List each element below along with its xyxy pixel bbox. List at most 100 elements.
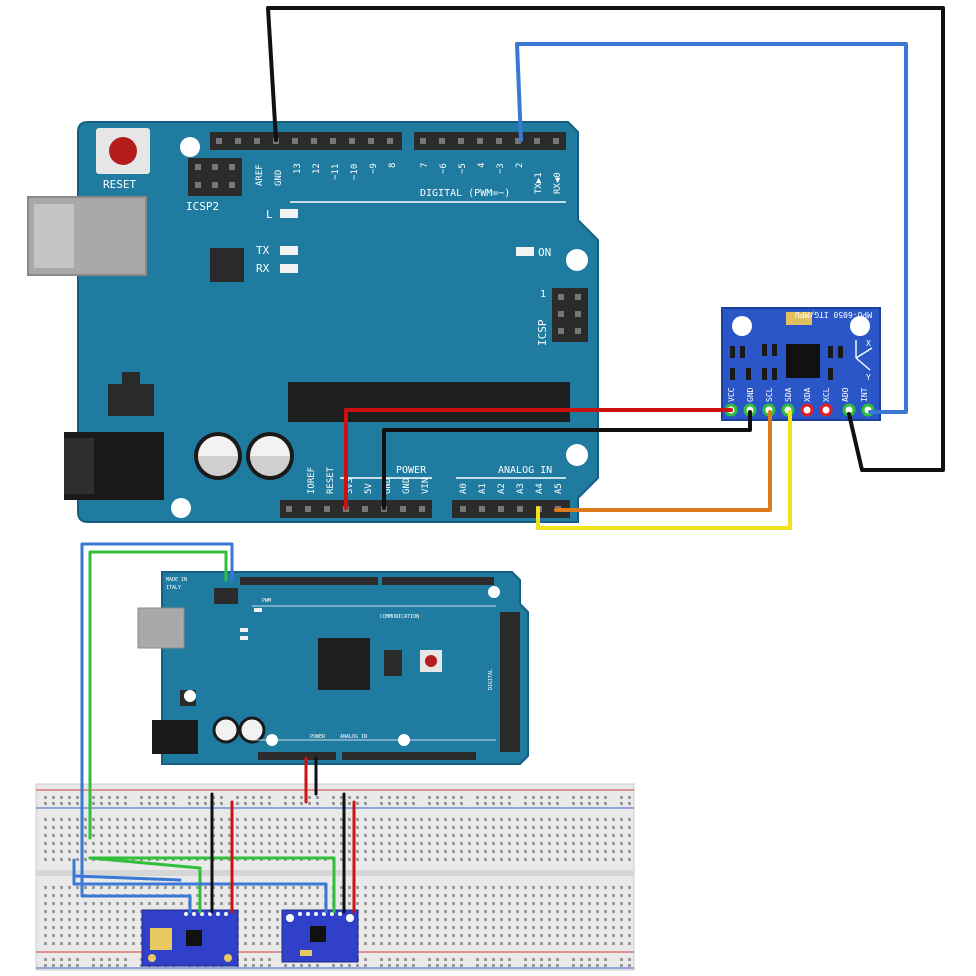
reset-button[interactable] xyxy=(109,137,137,165)
breadboard-hole xyxy=(188,850,191,853)
breadboard-hole xyxy=(196,834,199,837)
breadboard-hole xyxy=(524,910,527,913)
breadboard-hole xyxy=(564,902,567,905)
breadboard-hole xyxy=(100,964,103,967)
breadboard-hole xyxy=(364,850,367,853)
breadboard-hole xyxy=(236,894,239,897)
breadboard-hole xyxy=(588,818,591,821)
breadboard-hole xyxy=(556,894,559,897)
breadboard-hole xyxy=(428,886,431,889)
breadboard-hole xyxy=(60,910,63,913)
breadboard-hole xyxy=(244,826,247,829)
atmega-microcontroller xyxy=(288,382,570,422)
breadboard-hole xyxy=(452,918,455,921)
mega-icsp2-header xyxy=(214,588,238,604)
mpu-left-crystal xyxy=(150,928,172,950)
breadboard-hole xyxy=(604,894,607,897)
breadboard-hole xyxy=(292,818,295,821)
breadboard-hole xyxy=(604,826,607,829)
breadboard-hole xyxy=(308,842,311,845)
breadboard-hole xyxy=(500,842,503,845)
breadboard-hole xyxy=(380,910,383,913)
breadboard-hole xyxy=(340,886,343,889)
breadboard-hole xyxy=(492,842,495,845)
breadboard-hole xyxy=(556,942,559,945)
breadboard-hole xyxy=(116,834,119,837)
breadboard-hole xyxy=(564,942,567,945)
breadboard-hole xyxy=(580,802,583,805)
breadboard-hole xyxy=(428,826,431,829)
breadboard-hole xyxy=(380,958,383,961)
breadboard-hole xyxy=(324,834,327,837)
breadboard-hole xyxy=(444,958,447,961)
breadboard-hole xyxy=(84,910,87,913)
breadboard-hole xyxy=(604,842,607,845)
breadboard-hole xyxy=(132,834,135,837)
breadboard-hole xyxy=(284,842,287,845)
breadboard-hole xyxy=(124,902,127,905)
breadboard-hole xyxy=(404,910,407,913)
breadboard-hole xyxy=(404,850,407,853)
breadboard-hole xyxy=(156,850,159,853)
breadboard-hole xyxy=(364,886,367,889)
breadboard-hole xyxy=(572,802,575,805)
breadboard-hole xyxy=(156,842,159,845)
breadboard-hole xyxy=(564,886,567,889)
breadboard-hole xyxy=(124,910,127,913)
breadboard-hole xyxy=(612,902,615,905)
breadboard-hole xyxy=(244,796,247,799)
breadboard-hole xyxy=(76,842,79,845)
breadboard-hole xyxy=(516,818,519,821)
breadboard-hole xyxy=(612,894,615,897)
breadboard-hole xyxy=(460,850,463,853)
breadboard-hole xyxy=(60,934,63,937)
breadboard-hole xyxy=(276,894,279,897)
mega-header-top-left xyxy=(240,577,378,585)
breadboard-hole xyxy=(556,886,559,889)
breadboard-hole xyxy=(196,886,199,889)
breadboard-hole xyxy=(380,826,383,829)
breadboard-hole xyxy=(564,818,567,821)
breadboard-hole xyxy=(132,926,135,929)
breadboard-hole xyxy=(452,842,455,845)
mpu-right-crystal xyxy=(300,950,312,956)
breadboard-hole xyxy=(404,858,407,861)
mpu-chip xyxy=(786,344,820,378)
breadboard-hole xyxy=(580,842,583,845)
breadboard-hole xyxy=(412,834,415,837)
breadboard-hole xyxy=(404,818,407,821)
breadboard-hole xyxy=(84,918,87,921)
pin-label-9: ~9 xyxy=(369,163,379,174)
breadboard-hole xyxy=(76,902,79,905)
breadboard-hole xyxy=(204,842,207,845)
breadboard-hole xyxy=(148,850,151,853)
breadboard-hole xyxy=(516,918,519,921)
breadboard-hole xyxy=(620,958,623,961)
breadboard-hole xyxy=(556,902,559,905)
breadboard-hole xyxy=(124,942,127,945)
breadboard-hole xyxy=(548,858,551,861)
breadboard-hole xyxy=(444,818,447,821)
breadboard-hole xyxy=(420,842,423,845)
breadboard-hole xyxy=(524,818,527,821)
breadboard-hole xyxy=(532,796,535,799)
breadboard-hole xyxy=(628,926,631,929)
breadboard-hole xyxy=(524,834,527,837)
breadboard-hole xyxy=(68,934,71,937)
breadboard-hole xyxy=(372,818,375,821)
breadboard-hole xyxy=(476,926,479,929)
breadboard-hole xyxy=(52,826,55,829)
mega-silkscreen-line xyxy=(252,605,496,741)
breadboard-hole xyxy=(436,918,439,921)
breadboard-hole xyxy=(188,834,191,837)
breadboard-hole xyxy=(620,918,623,921)
breadboard-hole xyxy=(284,902,287,905)
breadboard-hole xyxy=(356,802,359,805)
breadboard-hole xyxy=(156,902,159,905)
led-tx-label: TX xyxy=(256,244,270,257)
breadboard-hole xyxy=(412,902,415,905)
mega-reset-button[interactable] xyxy=(425,655,437,667)
mega-made-in: MADE IN xyxy=(166,577,187,583)
breadboard-hole xyxy=(140,842,143,845)
breadboard-hole xyxy=(316,902,319,905)
